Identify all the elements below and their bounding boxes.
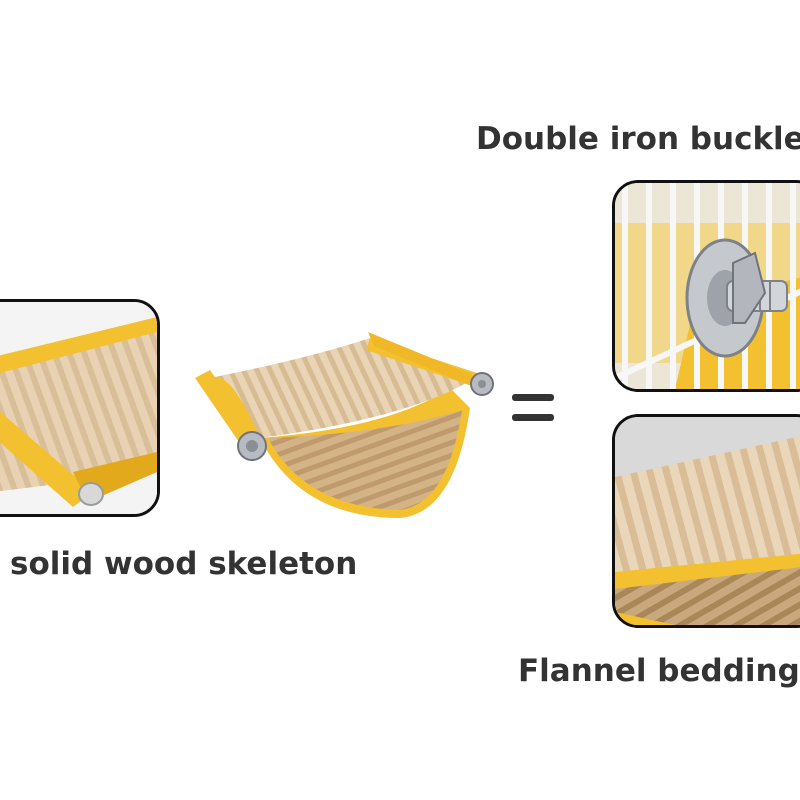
flannel-bedding-photo: [612, 414, 800, 628]
equals-sign-icon: [512, 394, 554, 421]
wood-skeleton-photo: [0, 299, 160, 517]
wood-skeleton-label: solid wood skeleton: [10, 546, 358, 582]
iron-buckle-photo: [612, 180, 800, 392]
hammock-product-image: [195, 332, 494, 518]
buckle-label: Double iron buckle: [476, 121, 800, 157]
flannel-bedding-label: Flannel bedding: [518, 653, 800, 689]
